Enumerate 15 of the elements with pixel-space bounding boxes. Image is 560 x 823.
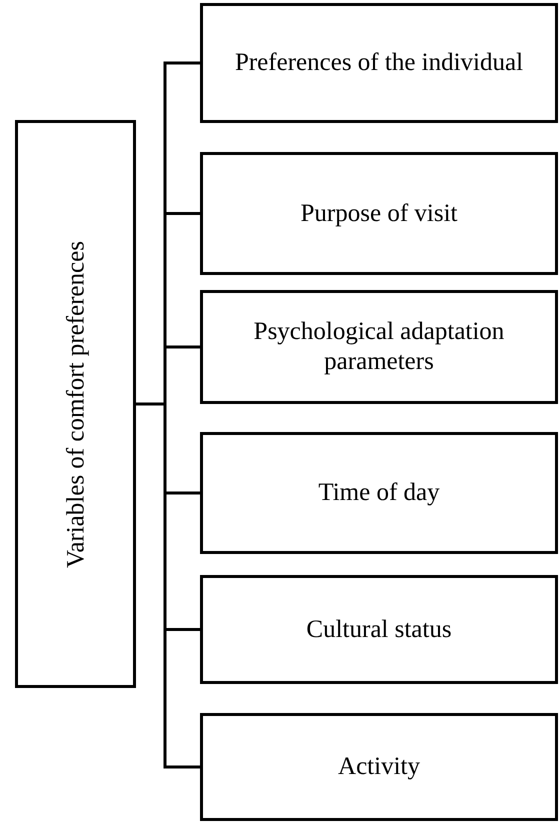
variable-box — [200, 575, 558, 684]
category-box — [15, 120, 136, 688]
variable-box — [200, 3, 558, 123]
variable-label: Preferences of the individual — [234, 48, 524, 78]
variable-box — [200, 290, 558, 404]
variable-box — [200, 152, 558, 275]
variable-label: Time of day — [318, 478, 440, 508]
variable-box — [200, 432, 558, 554]
variable-label: Activity — [338, 752, 420, 782]
category-label: Variables of comfort preferences — [60, 240, 90, 568]
variable-label: Purpose of visit — [300, 198, 458, 228]
variable-box — [200, 713, 558, 821]
variable-label: Cultural status — [306, 614, 452, 644]
connector-line — [136, 402, 200, 768]
variable-label: Psychological adaptation parameters — [252, 317, 506, 377]
